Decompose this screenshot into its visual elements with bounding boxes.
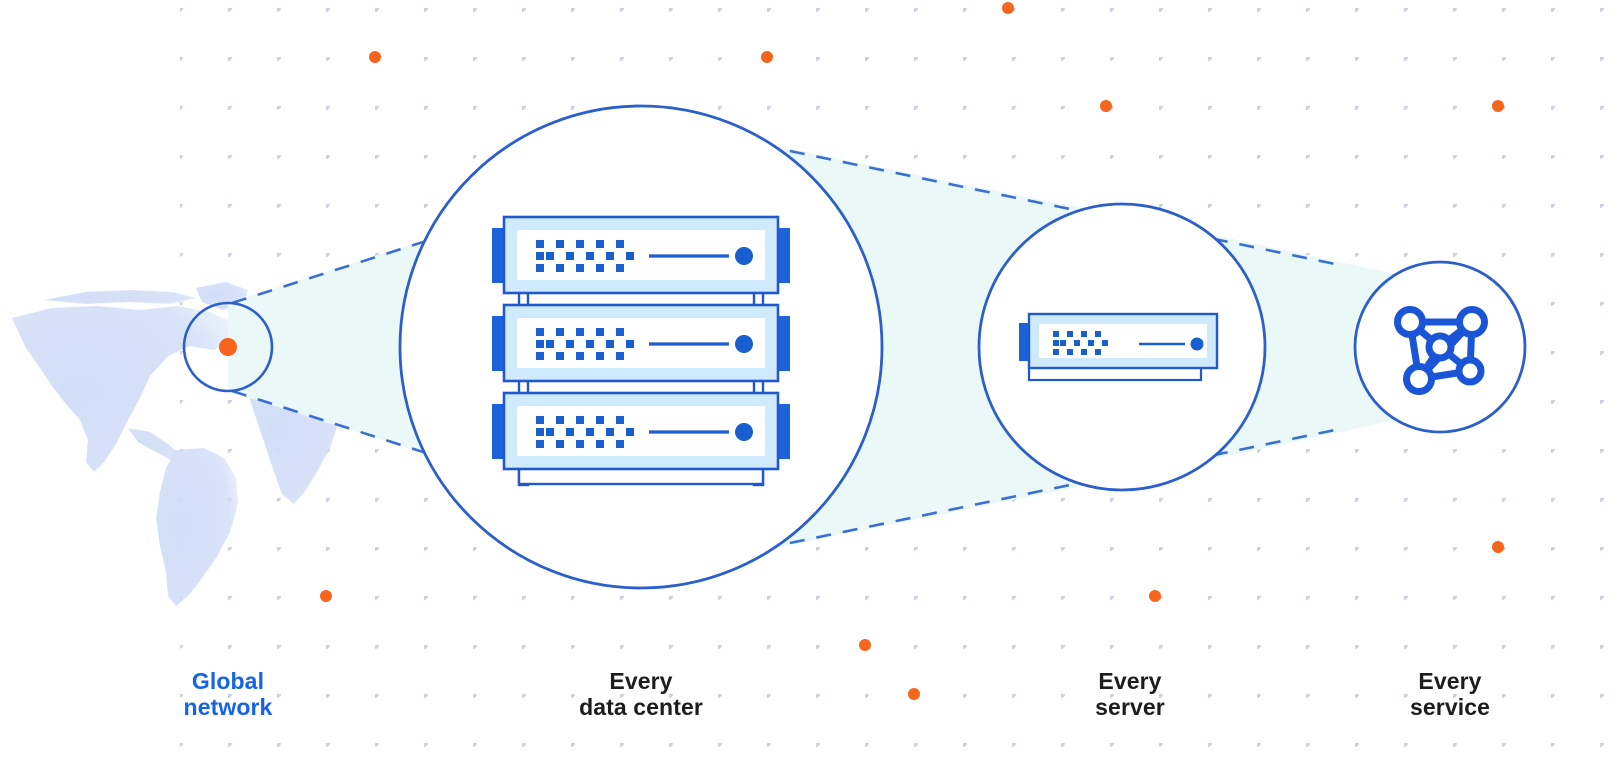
vent-grid-3	[536, 416, 634, 448]
single-server-icon	[1019, 312, 1219, 382]
server-rack-icon	[492, 215, 790, 487]
network-graph-node-circles	[1394, 306, 1488, 395]
vent-grid-single-server	[1053, 331, 1108, 355]
server-unit-2	[492, 303, 790, 383]
label-every-server: Every server	[1095, 668, 1165, 720]
circle-global-network	[182, 301, 274, 393]
status-dot-single-server	[1190, 337, 1204, 351]
status-dot-2	[735, 335, 753, 353]
map-location-pin-icon	[219, 338, 237, 356]
vent-grid-1	[536, 240, 634, 272]
label-every-data-center: Every data center	[579, 668, 703, 720]
dashed-line-bottom-2	[736, 428, 1336, 556]
server-unit-3	[492, 391, 790, 471]
label-global-network: Global network	[183, 668, 273, 720]
label-every-service: Every service	[1410, 668, 1490, 720]
highlight-dots	[320, 2, 1504, 700]
status-dot-1	[735, 247, 753, 265]
status-dot-3	[735, 423, 753, 441]
dashed-line-top-2	[736, 138, 1336, 266]
vent-grid-2	[536, 328, 634, 360]
server-unit-1	[492, 215, 790, 295]
